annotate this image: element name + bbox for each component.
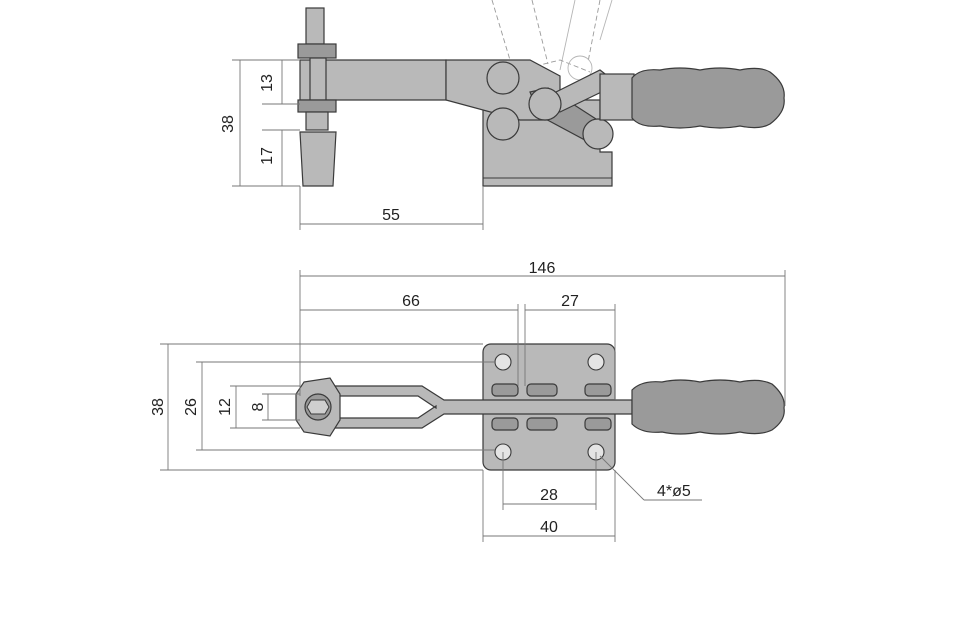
dim-reach: 55 <box>382 207 400 224</box>
top-dim-lines <box>160 270 786 542</box>
dim-overall-length: 146 <box>529 260 556 277</box>
spindle-nut-bottom <box>297 99 337 113</box>
dim-base-depth: 27 <box>561 293 579 310</box>
side-view: 13 38 17 55 <box>220 0 785 230</box>
pivot-pin-lower <box>486 107 520 141</box>
dim-lower-height: 17 <box>259 147 276 165</box>
holes-callout: 4*ø5 <box>657 483 691 500</box>
side-handle-grip <box>631 67 785 129</box>
spindle-lower-thread <box>305 111 329 131</box>
pivot-pin-center <box>528 87 562 121</box>
dim-spindle-to-base: 66 <box>402 293 420 310</box>
top-handle-grip <box>631 379 785 435</box>
spindle-rubber-tip <box>299 131 337 187</box>
dim-base-width: 40 <box>540 519 558 536</box>
dim-width-8: 8 <box>250 402 267 411</box>
hinge-knuckles <box>491 383 612 431</box>
pivot-pin-upper <box>486 61 520 95</box>
spindle-thread-top <box>305 7 325 45</box>
dim-upper-height: 13 <box>259 74 276 92</box>
dim-width-26: 26 <box>183 398 200 416</box>
pivot-pin-base <box>582 118 614 150</box>
spindle-shaft <box>309 57 327 101</box>
mount-hole-tr <box>587 353 605 371</box>
side-handle-shaft <box>599 73 635 121</box>
side-dim-lines <box>232 59 484 230</box>
dim-width-12: 12 <box>217 398 234 416</box>
dim-hole-spacing: 28 <box>540 487 558 504</box>
dim-width-outer: 38 <box>150 398 167 416</box>
dim-total-height: 38 <box>220 115 237 133</box>
top-view: 146 66 27 38 26 12 8 28 40 4*ø5 <box>150 260 786 542</box>
mount-hole-tl <box>494 353 512 371</box>
spindle-nut-top <box>297 43 337 59</box>
